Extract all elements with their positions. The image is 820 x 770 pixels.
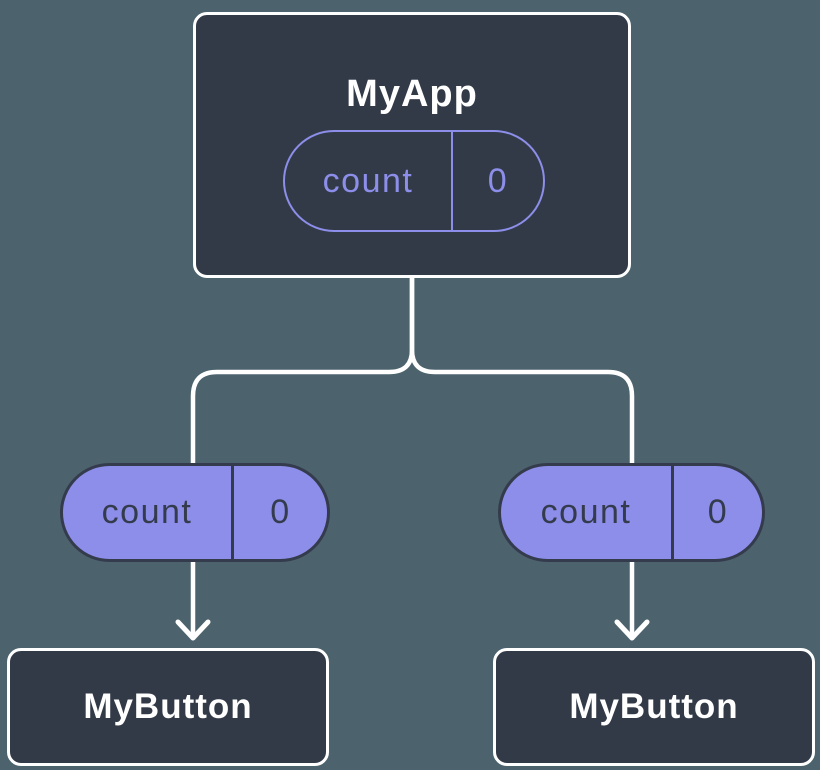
node-myapp: MyApp bbox=[193, 12, 631, 278]
node-mybutton-left: MyButton bbox=[7, 648, 329, 766]
node-title: MyButton bbox=[569, 687, 739, 726]
prop-value: 0 bbox=[487, 161, 509, 200]
prop-pill-root: count 0 bbox=[283, 130, 545, 232]
node-title: MyButton bbox=[83, 687, 253, 726]
prop-label: count bbox=[501, 466, 674, 559]
tree-branch-right bbox=[409, 275, 635, 640]
node-title: MyApp bbox=[346, 73, 478, 115]
node-mybutton-right: MyButton bbox=[493, 648, 815, 766]
prop-label: count bbox=[285, 132, 453, 230]
prop-value: 0 bbox=[270, 493, 291, 531]
prop-pill-right: count 0 bbox=[498, 463, 765, 562]
prop-pill-left: count 0 bbox=[60, 463, 330, 562]
prop-value: 0 bbox=[707, 493, 729, 531]
arrowhead-down-icon bbox=[175, 619, 211, 641]
prop-label: count bbox=[63, 466, 234, 559]
tree-branch-left bbox=[190, 275, 415, 640]
arrowhead-down-icon bbox=[614, 619, 650, 641]
